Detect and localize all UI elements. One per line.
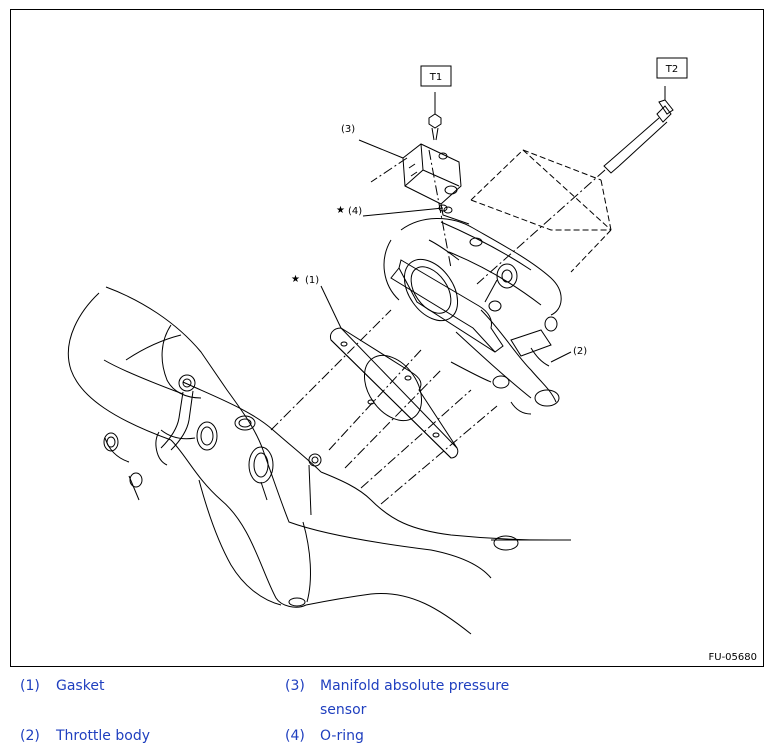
torque-box-t2 xyxy=(656,57,688,79)
bolt-t1 xyxy=(428,113,442,141)
legend-number: (4) xyxy=(285,728,305,744)
legend-number: (2) xyxy=(20,728,40,744)
leader-lines xyxy=(320,86,666,363)
intake-manifold xyxy=(67,286,571,635)
legend-item-1: (1) Gasket xyxy=(20,674,260,698)
projection-box xyxy=(470,149,612,273)
torque-label-t1: T1 xyxy=(429,72,442,83)
callout-2: (2) xyxy=(573,346,587,357)
legend-item-3: (3) Manifold absolute pressure sensor xyxy=(285,674,545,722)
bolt-t2 xyxy=(603,99,674,174)
star-mark-1: ★ xyxy=(291,274,300,285)
legend-item-4: (4) O-ring xyxy=(285,724,525,748)
torque-label-t2: T2 xyxy=(665,64,678,75)
throttle-body-part xyxy=(383,218,562,415)
legend-number: (3) xyxy=(285,678,305,694)
callout-3: (3) xyxy=(341,124,355,135)
throttle-body-exploded-view: T1 T2 (3) ★ (4) ★ (1) (2) xyxy=(67,57,688,635)
callout-1: (1) xyxy=(305,275,319,286)
map-sensor-part xyxy=(402,143,470,225)
parts-legend: (1) Gasket (2) Throttle body (3) Manifol… xyxy=(0,674,772,754)
gasket-part xyxy=(330,327,459,459)
legend-text: Manifold absolute pressure sensor xyxy=(320,678,510,718)
callout-4: (4) xyxy=(348,206,362,217)
diagram-frame: T1 T2 (3) ★ (4) ★ (1) (2) FU-05680 xyxy=(10,9,764,667)
star-mark-4: ★ xyxy=(336,205,345,216)
figure-id: FU-05680 xyxy=(708,652,758,663)
o-ring-part xyxy=(443,206,453,214)
legend-item-2: (2) Throttle body xyxy=(20,724,260,748)
legend-text: Gasket xyxy=(56,678,105,694)
alignment-lines xyxy=(270,149,606,505)
legend-number: (1) xyxy=(20,678,40,694)
legend-text: Throttle body xyxy=(56,728,150,744)
torque-box-t1 xyxy=(420,65,452,87)
legend-text: O-ring xyxy=(320,728,364,744)
